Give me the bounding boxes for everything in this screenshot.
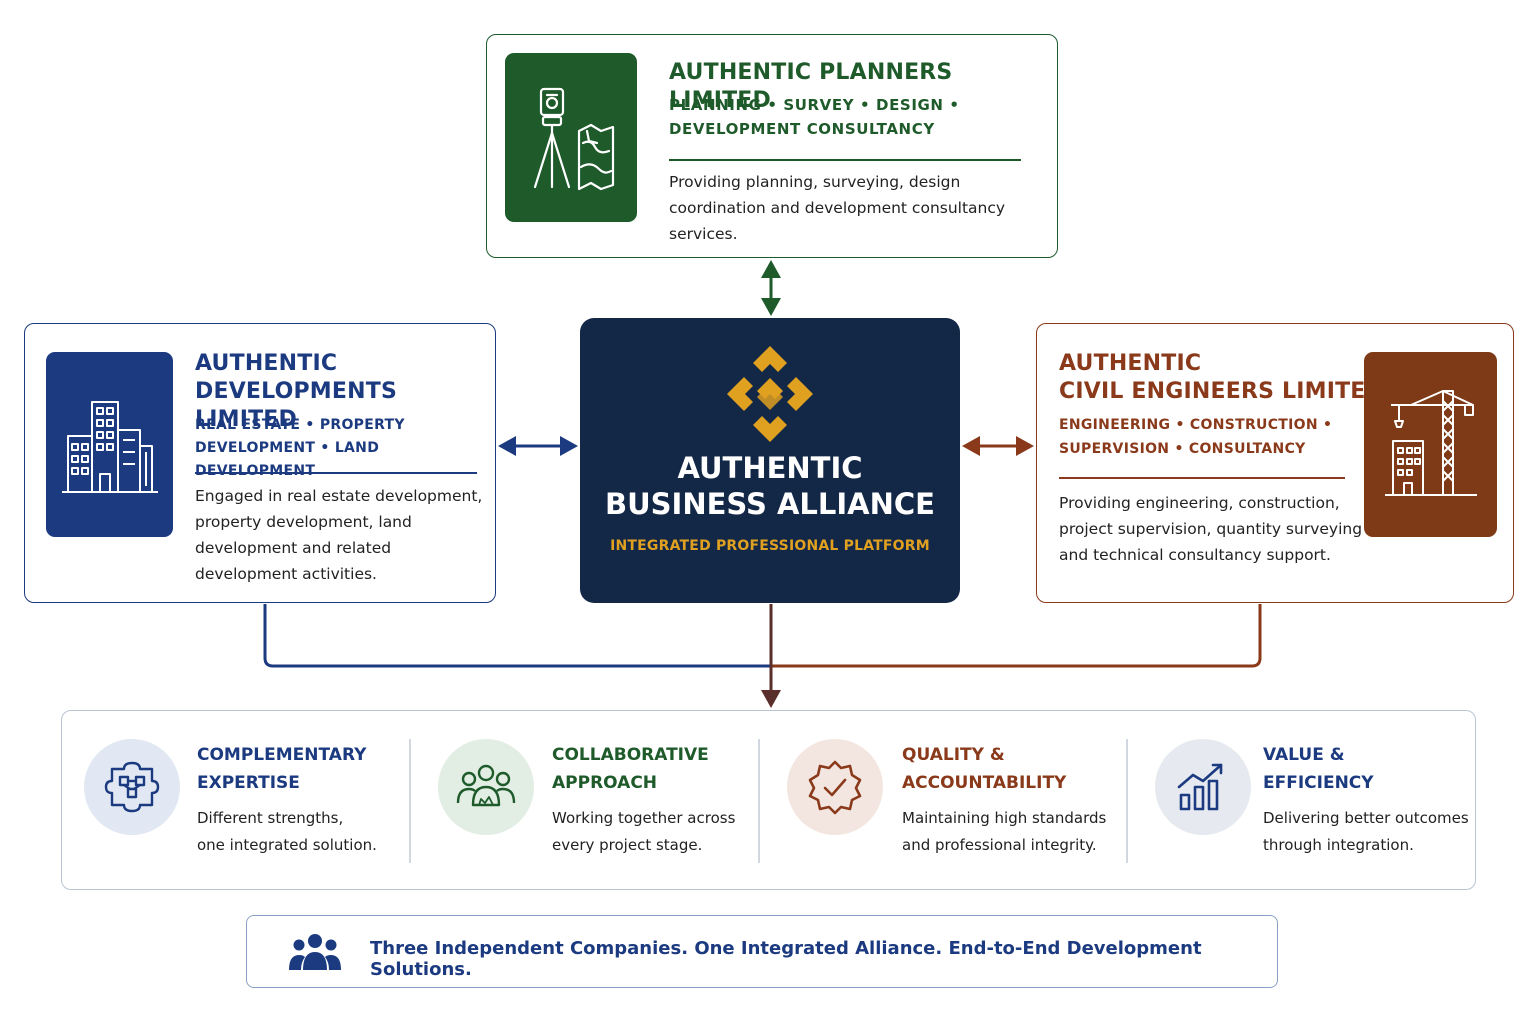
developments-desc-line-4: development activities. xyxy=(195,565,377,583)
planners-tagline-line-1: PLANNING • SURVEY • DESIGN • xyxy=(669,96,960,114)
value-4-desc-line-2: through integration. xyxy=(1263,836,1414,854)
value-2-title-line-1: COLLABORATIVE xyxy=(552,745,709,765)
puzzle-network-icon xyxy=(84,739,180,835)
footer-banner: Three Independent Companies. One Integra… xyxy=(246,915,1278,988)
planners-tagline-line-2: DEVELOPMENT CONSULTANCY xyxy=(669,120,935,138)
developments-title-line-2: DEVELOPMENTS LIMITED xyxy=(195,379,397,432)
growth-chart-icon xyxy=(1155,739,1251,835)
value-2-title-line-2: APPROACH xyxy=(552,773,658,793)
civil-desc-line-2: project supervision, quantity surveying xyxy=(1059,520,1363,538)
quality-badge-check-icon xyxy=(787,739,883,835)
planners-desc-line-1: Providing planning, surveying, design xyxy=(669,173,961,191)
value-4-title-line-1: VALUE & xyxy=(1263,745,1345,765)
planners-center-arrow xyxy=(761,260,781,316)
planners-title: AUTHENTIC PLANNERS LIMITED xyxy=(669,60,953,113)
value-divider-2 xyxy=(758,739,760,863)
civil-desc-line-3: and technical consultancy support. xyxy=(1059,546,1331,564)
planners-card: AUTHENTIC PLANNERS LIMITED PLANNING • SU… xyxy=(486,34,1058,258)
planners-divider xyxy=(669,159,1021,161)
surveyor-theodolite-map-icon xyxy=(505,53,637,222)
value-4-desc-line-1: Delivering better outcomes xyxy=(1263,809,1469,827)
people-group-icon xyxy=(287,932,343,972)
developments-tagline-line-1: REAL ESTATE • PROPERTY xyxy=(195,417,405,433)
buildings-icon xyxy=(46,352,173,537)
planners-desc-line-2: coordination and development consultancy xyxy=(669,199,1006,217)
value-1-title-line-1: COMPLEMENTARY xyxy=(197,745,367,765)
value-1-desc-line-1: Different strengths, xyxy=(197,809,344,827)
civil-tagline-line-2: SUPERVISION • CONSULTANCY xyxy=(1059,441,1306,457)
value-1-desc-line-2: one integrated solution. xyxy=(197,836,377,854)
value-2-desc-line-2: every project stage. xyxy=(552,836,703,854)
developments-desc-line-3: development and related xyxy=(195,539,392,557)
developments-card: AUTHENTIC DEVELOPMENTS LIMITED REAL ESTA… xyxy=(24,323,496,603)
value-divider-3 xyxy=(1126,739,1128,863)
footer-tagline: Three Independent Companies. One Integra… xyxy=(370,938,1202,980)
construction-crane-icon xyxy=(1364,352,1497,537)
civil-merge-line xyxy=(771,604,1262,668)
developments-tagline-line-2: DEVELOPMENT • LAND DEVELOPMENT xyxy=(195,440,380,479)
civil-center-arrow xyxy=(962,436,1034,456)
planners-desc-line-3: services. xyxy=(669,225,738,243)
values-down-arrowhead xyxy=(761,690,781,708)
civil-tagline-line-1: ENGINEERING • CONSTRUCTION • xyxy=(1059,417,1333,433)
civil-desc-line-1: Providing engineering, construction, xyxy=(1059,494,1340,512)
value-3-title-line-2: ACCOUNTABILITY xyxy=(902,773,1067,793)
alliance-center-card: AUTHENTIC BUSINESS ALLIANCE INTEGRATED P… xyxy=(580,318,960,603)
alliance-values-panel: COMPLEMENTARY EXPERTISE Different streng… xyxy=(61,710,1476,890)
alliance-title-line-2: BUSINESS ALLIANCE xyxy=(605,487,935,521)
alliance-logo-icon xyxy=(725,344,815,444)
civil-title-line-2: CIVIL ENGINEERS LIMITED xyxy=(1059,379,1384,404)
value-1-title-line-2: EXPERTISE xyxy=(197,773,300,793)
civil-title-line-1: AUTHENTIC xyxy=(1059,351,1202,376)
developments-desc-line-1: Engaged in real estate development, xyxy=(195,487,483,505)
value-3-desc-line-2: and professional integrity. xyxy=(902,836,1097,854)
team-handshake-icon xyxy=(438,739,534,835)
alliance-subtitle: INTEGRATED PROFESSIONAL PLATFORM xyxy=(610,538,930,554)
value-3-desc-line-1: Maintaining high standards xyxy=(902,809,1107,827)
civil-divider xyxy=(1059,477,1345,479)
value-4-title-line-2: EFFICIENCY xyxy=(1263,773,1374,793)
alliance-title-line-1: AUTHENTIC xyxy=(677,451,863,485)
developments-title-line-1: AUTHENTIC xyxy=(195,351,338,376)
value-divider-1 xyxy=(409,739,411,863)
developments-center-arrow xyxy=(498,436,578,456)
developments-desc-line-2: property development, land xyxy=(195,513,412,531)
value-2-desc-line-1: Working together across xyxy=(552,809,736,827)
developments-merge-line xyxy=(263,604,771,668)
developments-divider xyxy=(195,472,477,474)
value-3-title-line-1: QUALITY & xyxy=(902,745,1005,765)
civil-engineers-card: AUTHENTIC CIVIL ENGINEERS LIMITED ENGINE… xyxy=(1036,323,1514,603)
